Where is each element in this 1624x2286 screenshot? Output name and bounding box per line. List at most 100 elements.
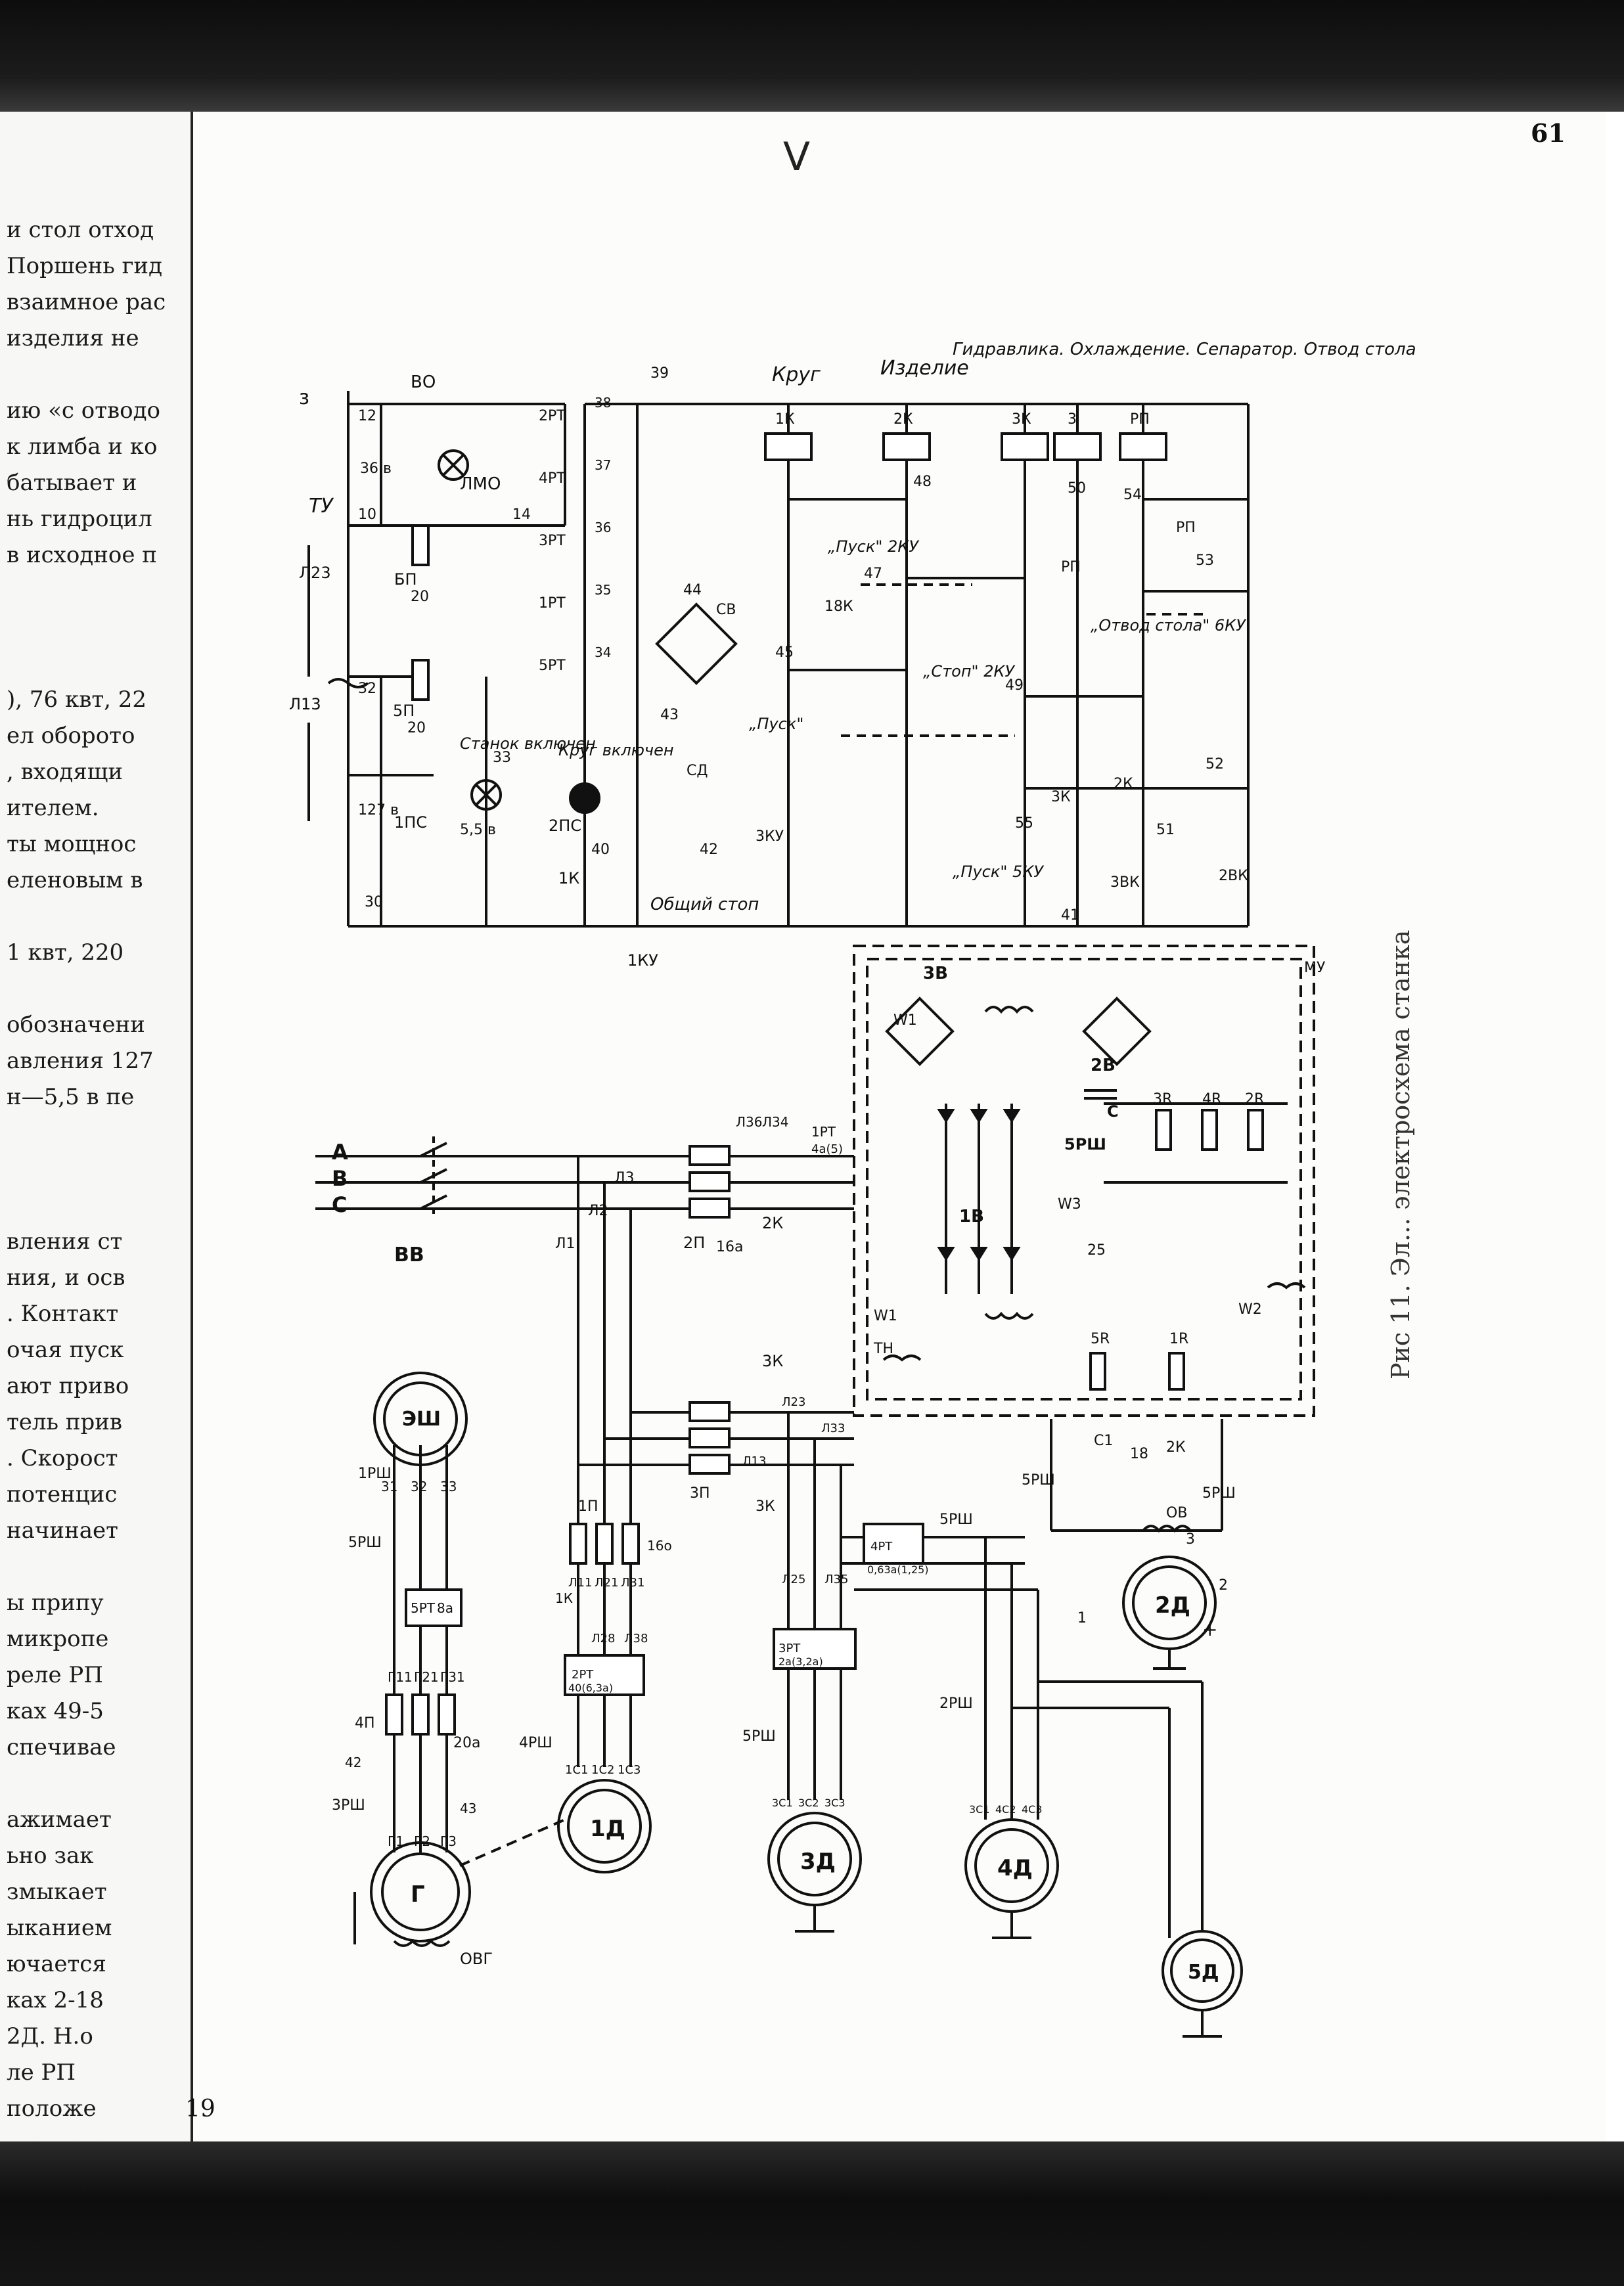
label-1rt: 1РТ: [811, 1124, 836, 1140]
left-page-line: микропе: [7, 1626, 109, 1652]
label-n2: 2: [1219, 1577, 1228, 1594]
left-page-line: ючается: [7, 1951, 106, 1977]
label-1rsh: 1РШ: [358, 1466, 392, 1482]
label-v55: 5,5 в: [460, 822, 496, 838]
label-1c3: 1С3: [618, 1763, 641, 1777]
label-rt-node: 36: [595, 520, 611, 535]
label-n10: 10: [358, 506, 376, 523]
left-page-line: н—5,5 в пе: [7, 1084, 135, 1110]
label-n55: 55: [1015, 815, 1033, 832]
label-n40: 40: [591, 841, 610, 858]
label-l23: Л23: [299, 564, 331, 582]
left-page-line: ьно зак: [7, 1843, 94, 1869]
label-2vk: 2ВК: [1219, 868, 1248, 884]
label-1c2: 1С2: [591, 1763, 614, 1777]
left-page-line: обозначени: [7, 1012, 145, 1038]
label-1k-coil: 1К: [775, 411, 795, 428]
label-obshchiy-stop: Общий стоп: [650, 895, 759, 914]
label-4r: 4R: [1202, 1091, 1221, 1108]
left-page-line: ы припу: [7, 1590, 104, 1616]
label-3k-coil: 3К: [1012, 411, 1031, 428]
label-n41: 41: [1061, 907, 1079, 924]
label-c: С: [1107, 1102, 1119, 1121]
label-rp-coil: РП: [1130, 411, 1150, 428]
label-rt-node: 35: [595, 582, 611, 598]
label-2rsh: 2РШ: [939, 1695, 973, 1712]
label-pusk-2ku: „Пуск" 2КУ: [828, 537, 919, 556]
left-page-line: реле РП: [7, 1662, 103, 1688]
label-mu: МУ: [1304, 960, 1326, 976]
label-3k-contact: 3К: [1051, 789, 1071, 805]
label-1k-motor: 1К: [555, 1590, 573, 1606]
label-16a: 16а: [716, 1239, 743, 1255]
label-4c1: 3С1: [969, 1803, 990, 1816]
label-3ku: 3КУ: [756, 828, 784, 845]
left-page-line: ел оборото: [7, 723, 135, 749]
label-n42: 42: [700, 841, 718, 858]
label-phase-a: А: [332, 1140, 348, 1165]
label-rt-contact: 1РТ: [539, 595, 566, 612]
label-2ps: 2ПС: [549, 817, 581, 835]
label-1rt-val: 4а(5): [811, 1142, 843, 1156]
left-page-line: . Контакт: [7, 1301, 119, 1327]
label-2r: 2R: [1245, 1091, 1264, 1108]
label-4p: 4П: [355, 1715, 375, 1732]
left-page-line: положе: [7, 2096, 97, 2122]
label-n44: 44: [683, 582, 702, 598]
left-page-line: еленовым в: [7, 867, 143, 893]
label-5r: 5R: [1091, 1331, 1110, 1347]
schematic-wires: [307, 391, 1315, 2038]
label-rp-contact-2: РП: [1176, 520, 1196, 536]
left-page-line: тель прив: [7, 1409, 123, 1435]
label-g21: Г21: [414, 1669, 439, 1685]
left-page-line: ыканием: [7, 1915, 112, 1941]
label-rt-node: 37: [595, 457, 611, 473]
label-rp-contact: РП: [1061, 559, 1081, 575]
label-l25: Л25: [782, 1573, 805, 1586]
schematic-labels: з ТУ ВО ЛМО 12 10 14 36 в БП 20 Л23 Л13 …: [289, 340, 1416, 1984]
left-page-line: ках 2-18: [7, 1987, 104, 2013]
label-3p: 3П: [690, 1485, 710, 1502]
left-page-line: змыкает: [7, 1879, 107, 1905]
label-stop-2ku: „Стоп" 2КУ: [923, 662, 1016, 681]
label-w2: W2: [1238, 1301, 1262, 1318]
label-5rsh-g: 5РШ: [348, 1535, 382, 1551]
label-bp: БП: [394, 570, 417, 589]
label-rt-contact: 3РТ: [539, 533, 566, 549]
label-n39: 39: [650, 365, 669, 382]
label-otvod-stola: „Отвод стола" 6КУ: [1091, 616, 1246, 635]
label-4rsh: 4РШ: [519, 1735, 553, 1751]
label-l3: Л3: [614, 1170, 635, 1186]
label-vv: ВВ: [394, 1244, 424, 1266]
label-5rt: 5РТ: [411, 1600, 436, 1616]
label-3vk: 3ВК: [1110, 874, 1140, 891]
label-stanok-vkl: Станок включен: [460, 734, 596, 753]
label-pusk-5ku: „Пуск" 5КУ: [953, 863, 1044, 881]
label-n49: 49: [1005, 677, 1024, 694]
left-page-line: в исходное п: [7, 542, 157, 568]
label-5rt-val: 8а: [437, 1600, 453, 1616]
label-4rt-val: 0,63а(1,25): [867, 1563, 929, 1576]
label-l38: Л38: [624, 1632, 648, 1646]
label-n53: 53: [1196, 552, 1214, 569]
label-phase-c: С: [332, 1192, 347, 1217]
label-ground: з: [299, 386, 309, 409]
label-g31: Г31: [440, 1669, 465, 1685]
label-krug: Круг: [772, 363, 821, 386]
label-4d: 4Д: [997, 1855, 1033, 1881]
label-3c1: 3С1: [772, 1797, 793, 1809]
label-l36: Л36: [736, 1114, 763, 1130]
label-gidravlika: Гидравлика. Охлаждение. Сепаратор. Отвод…: [953, 340, 1416, 359]
label-3v: 3В: [923, 964, 948, 983]
label-ovg: ОВГ: [460, 1950, 493, 1968]
label-3rt-val: 2а(3,2а): [778, 1655, 823, 1668]
left-page-line: взаимное рас: [7, 289, 166, 315]
scan-shadow-bottom: [0, 2141, 1624, 2286]
label-2k-power: 2К: [762, 1214, 783, 1232]
left-page-line: ителем.: [7, 795, 99, 821]
label-5rsh-b: 5РШ: [1022, 1472, 1055, 1489]
label-n32b: 32: [411, 1479, 427, 1494]
label-plus: +: [1202, 1619, 1217, 1640]
label-n14: 14: [512, 506, 531, 523]
label-vo: ВО: [411, 372, 436, 392]
